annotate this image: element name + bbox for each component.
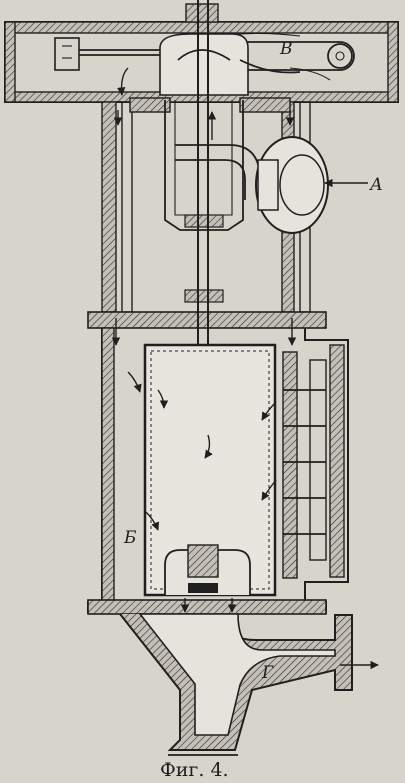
top-housing: [4, 3, 399, 103]
upper-column: [101, 97, 329, 313]
label-b: Б: [123, 528, 137, 548]
label-v: В: [279, 39, 293, 59]
flow-arrows: [111, 67, 379, 670]
label-a: А: [369, 175, 383, 195]
outlet-bend: [119, 613, 353, 756]
label-g: Г: [261, 663, 274, 683]
lower-chamber: [87, 327, 349, 615]
figure-caption: Фиг. 4.: [160, 759, 229, 781]
